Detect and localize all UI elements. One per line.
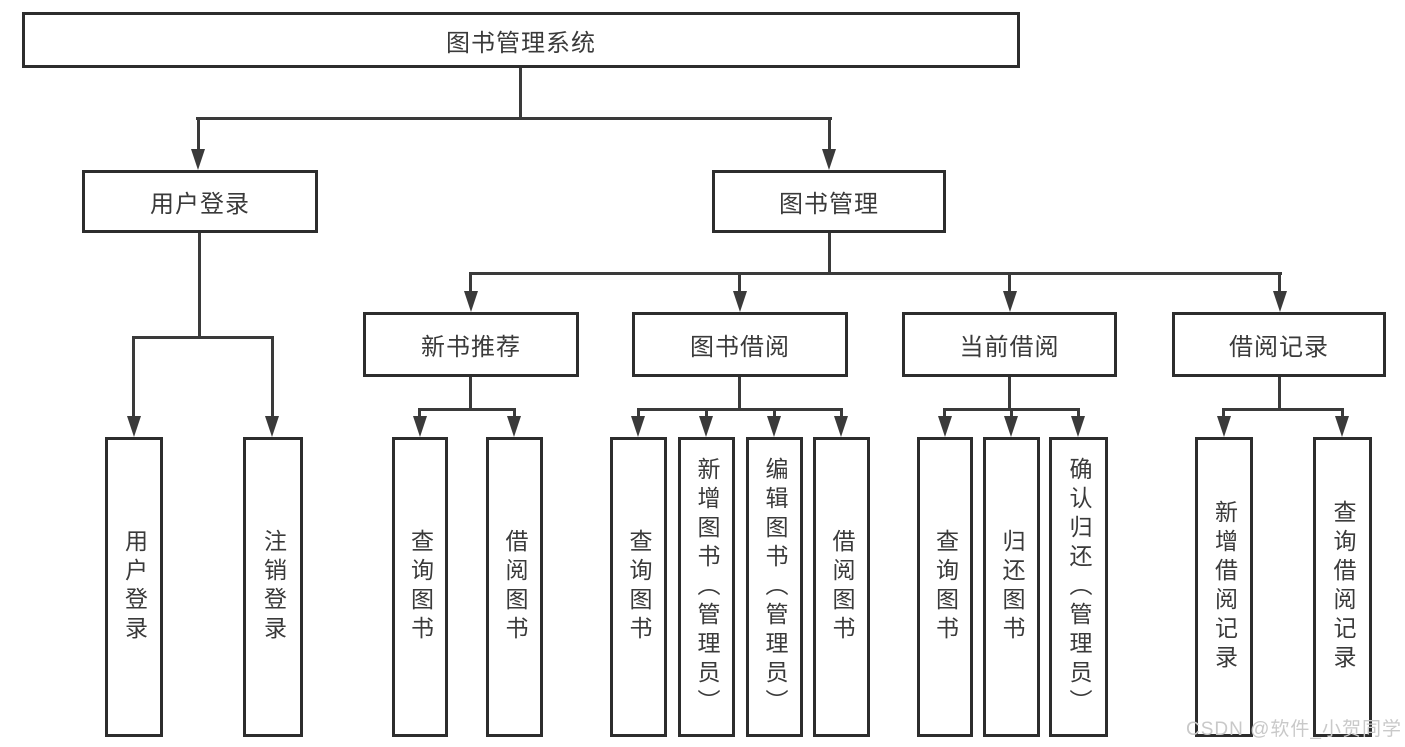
- arrowhead-bw-add: [699, 416, 713, 437]
- connector-root-split: [196, 117, 832, 120]
- node-new-book-recommend: 新书推荐: [363, 312, 579, 377]
- arrowhead-book-borrow: [733, 291, 747, 312]
- connector-stem-rc-query: [1341, 408, 1344, 418]
- leaf-borrow-query-books: 查询图书: [610, 437, 667, 737]
- arrowhead-current-borrow: [1003, 291, 1017, 312]
- arrowhead-leaf-logout: [265, 416, 279, 437]
- connector-stem-borrow-records: [1278, 272, 1281, 293]
- arrowhead-rc-query: [1335, 416, 1349, 437]
- leaf-newbook-query-books: 查询图书: [392, 437, 448, 737]
- arrowhead-nb-borrow: [507, 416, 521, 437]
- arrowhead-bw-edit: [767, 416, 781, 437]
- connector-mgmt-split: [469, 272, 1282, 275]
- node-library-management-system: 图书管理系统: [22, 12, 1020, 68]
- connector-mgmt-trunk: [828, 233, 831, 275]
- arrowhead-cu-query: [938, 416, 952, 437]
- connector-stem-leaf-login: [132, 336, 135, 418]
- connector-stem-leaf-logout: [271, 336, 274, 418]
- connector-stem-book-mgmt: [828, 117, 831, 151]
- node-borrow-records: 借阅记录: [1172, 312, 1386, 377]
- leaf-current-confirm-return-admin: 确认归还（管理员）: [1049, 437, 1108, 737]
- arrowhead-bw-borrow: [834, 416, 848, 437]
- connector-newbook-split: [418, 408, 516, 411]
- leaf-logout-login: 注销登录: [243, 437, 303, 737]
- leaf-newbook-borrow-books: 借阅图书: [486, 437, 543, 737]
- csdn-watermark: CSDN @软件_小贺同学: [1186, 719, 1402, 740]
- arrowhead-leaf-login: [127, 416, 141, 437]
- connector-stem-cu-confirm: [1077, 408, 1080, 418]
- connector-stem-rc-add: [1222, 408, 1225, 418]
- connector-borrow-split: [637, 408, 843, 411]
- arrowhead-nb-query: [413, 416, 427, 437]
- leaf-user-login: 用户登录: [105, 437, 163, 737]
- connector-records-split: [1222, 408, 1344, 411]
- connector-current-trunk: [1008, 377, 1011, 411]
- connector-newbook-trunk: [469, 377, 472, 411]
- connector-stem-current-borrow: [1008, 272, 1011, 293]
- arrowhead-user-login: [191, 149, 205, 170]
- connector-stem-cu-query: [943, 408, 946, 418]
- leaf-borrow-borrow-books: 借阅图书: [813, 437, 870, 737]
- connector-login-trunk: [198, 233, 201, 339]
- connector-stem-bw-borrow: [840, 408, 843, 418]
- connector-login-split: [132, 336, 274, 339]
- connector-stem-nb-borrow: [513, 408, 516, 418]
- arrowhead-cu-return: [1004, 416, 1018, 437]
- connector-stem-book-borrow: [738, 272, 741, 293]
- connector-stem-nb-query: [418, 408, 421, 418]
- arrowhead-book-mgmt: [822, 149, 836, 170]
- leaf-borrow-edit-books-admin: 编辑图书（管理员）: [746, 437, 803, 737]
- connector-stem-new-book: [469, 272, 472, 293]
- leaf-current-query-books: 查询图书: [917, 437, 973, 737]
- connector-root-trunk: [519, 68, 522, 120]
- leaf-borrow-add-books-admin: 新增图书（管理员）: [678, 437, 735, 737]
- arrowhead-new-book: [464, 291, 478, 312]
- node-user-login: 用户登录: [82, 170, 318, 233]
- arrowhead-borrow-records: [1273, 291, 1287, 312]
- arrowhead-rc-add: [1217, 416, 1231, 437]
- leaf-records-add-record: 新增借阅记录: [1195, 437, 1253, 737]
- arrowhead-bw-query: [631, 416, 645, 437]
- node-current-borrow: 当前借阅: [902, 312, 1117, 377]
- node-book-borrow: 图书借阅: [632, 312, 848, 377]
- connector-stem-bw-query: [637, 408, 640, 418]
- connector-records-trunk: [1278, 377, 1281, 411]
- connector-stem-cu-return: [1010, 408, 1013, 418]
- leaf-records-query-record: 查询借阅记录: [1313, 437, 1372, 737]
- connector-borrow-trunk: [738, 377, 741, 411]
- leaf-current-return-books: 归还图书: [983, 437, 1040, 737]
- connector-stem-bw-add: [705, 408, 708, 418]
- arrowhead-cu-confirm: [1071, 416, 1085, 437]
- connector-stem-user-login: [197, 117, 200, 151]
- connector-stem-bw-edit: [773, 408, 776, 418]
- node-book-management: 图书管理: [712, 170, 946, 233]
